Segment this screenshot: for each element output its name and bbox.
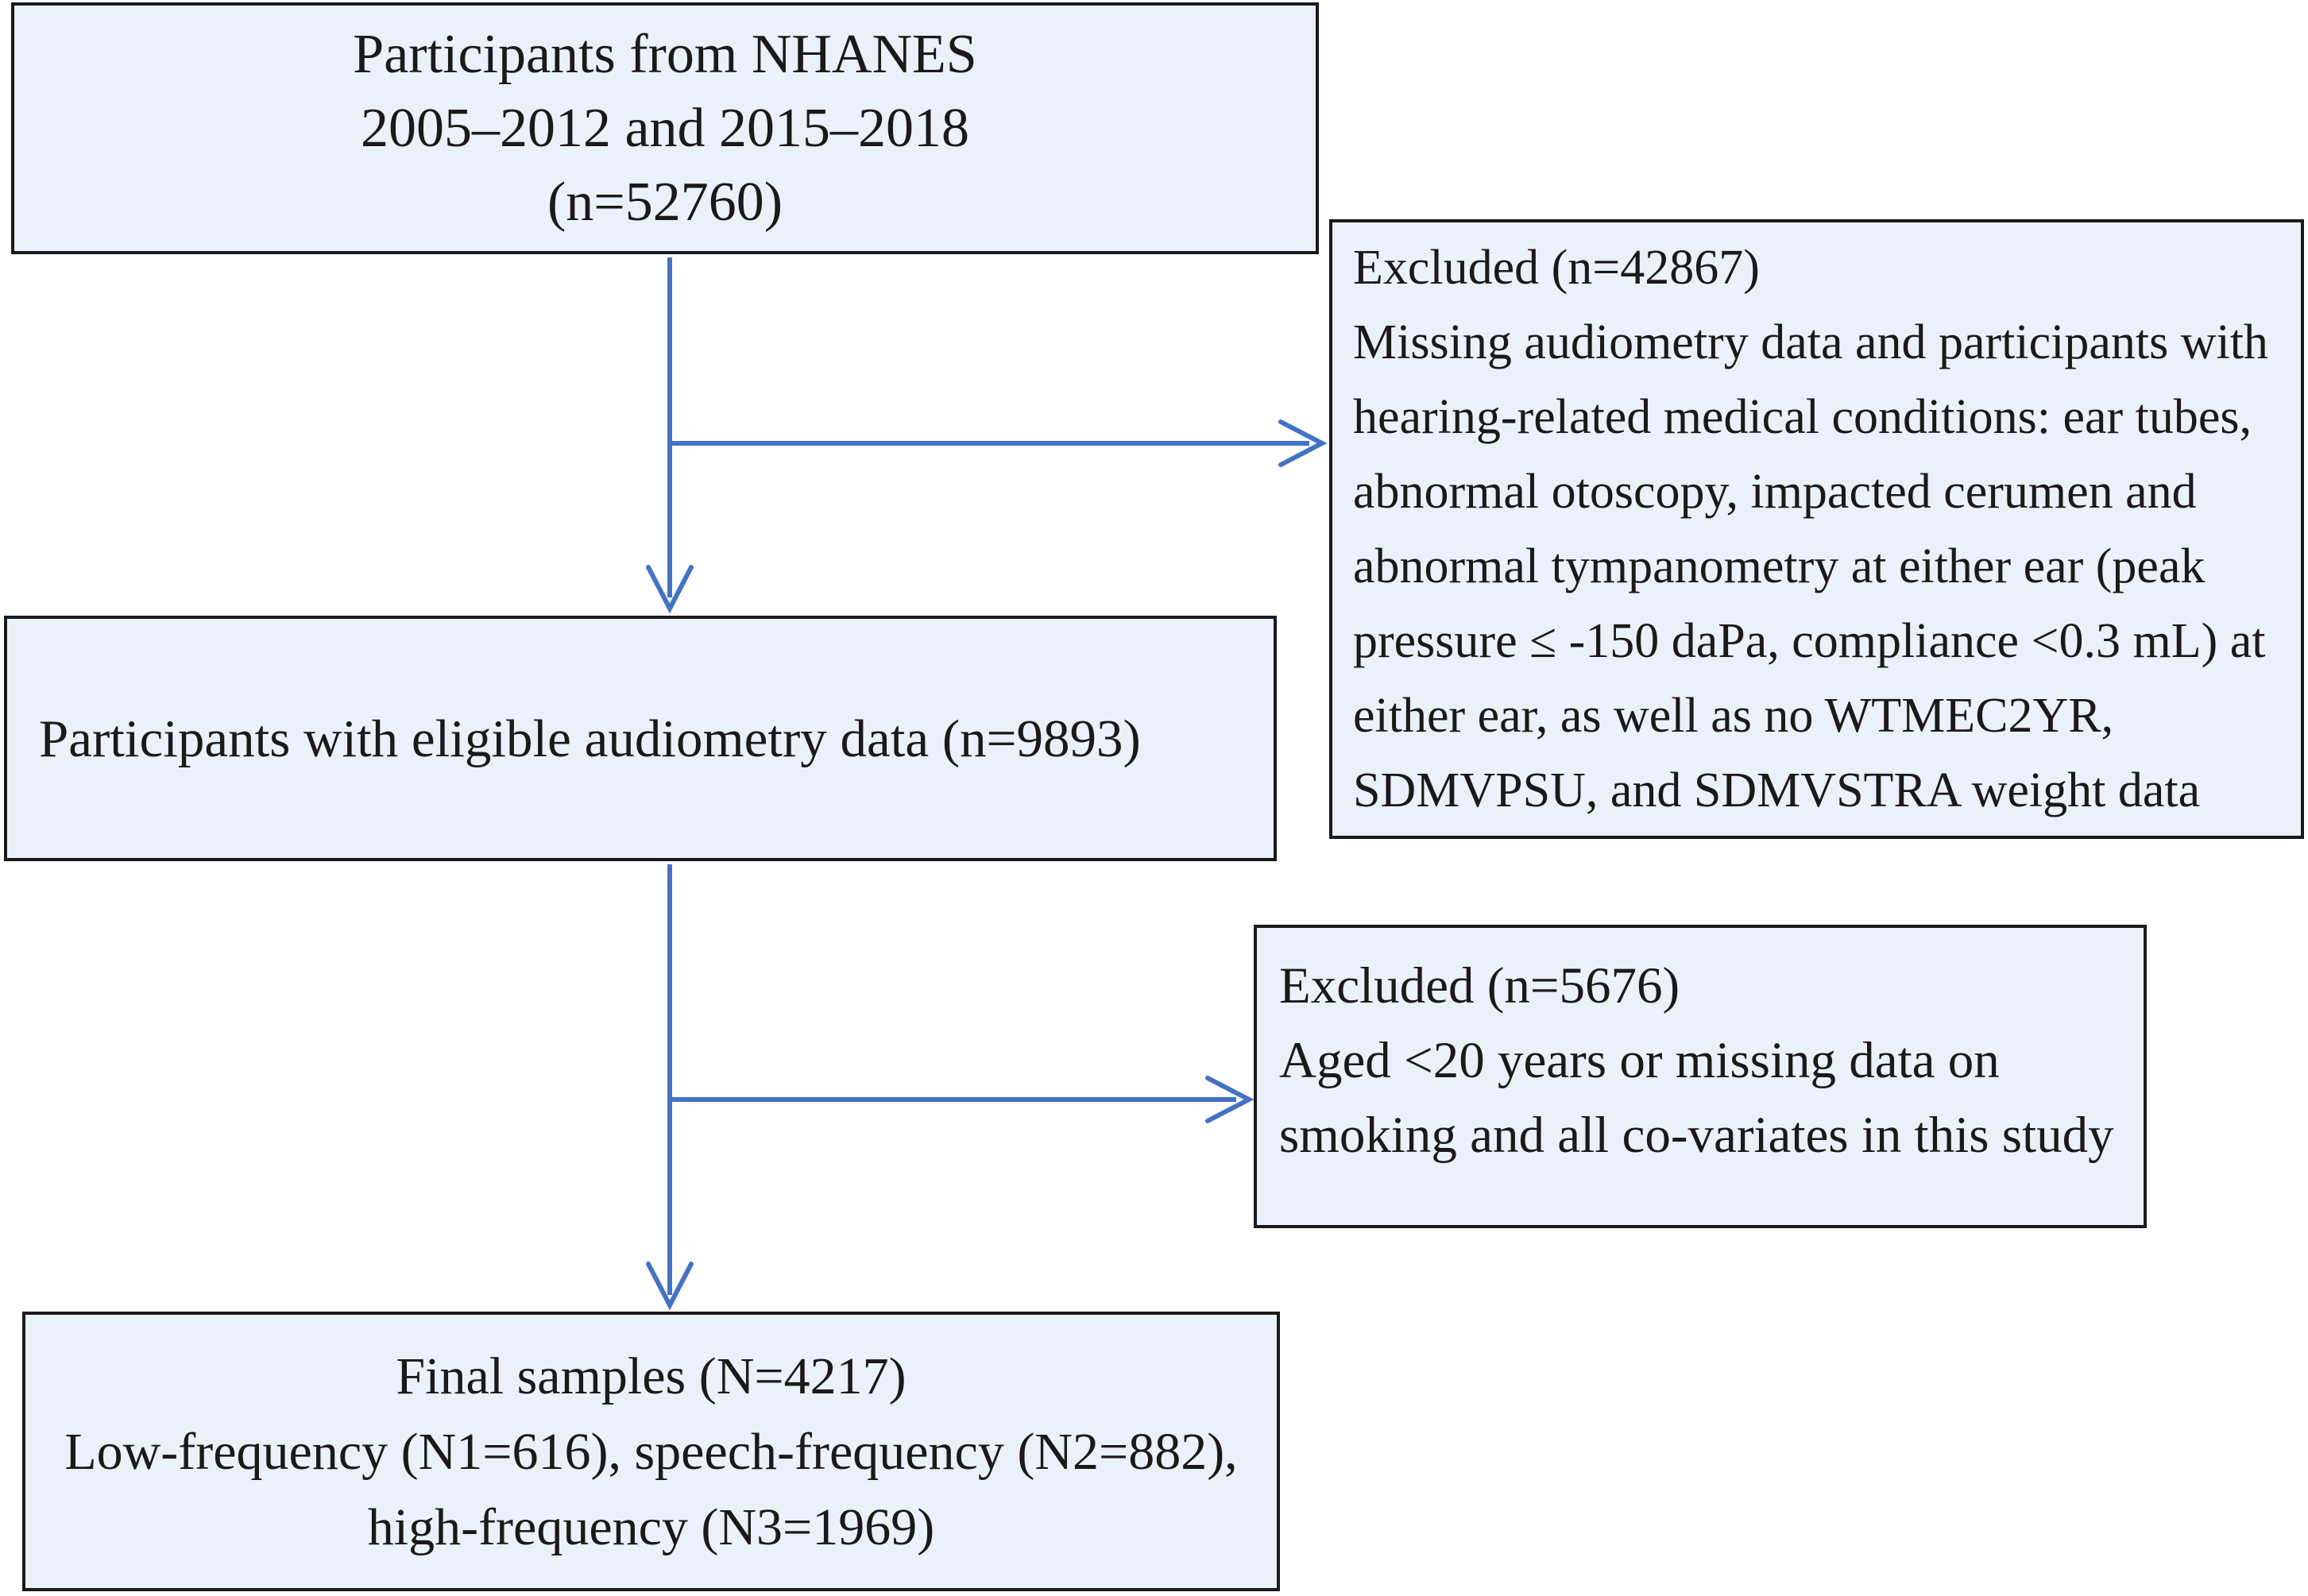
box-eligible-audiometry: Participants with eligible audiometry da… (4, 616, 1277, 861)
box-final-samples: Final samples (N=4217) Low-frequency (N1… (22, 1312, 1280, 1591)
box-excluded-age-covariates: Excluded (n=5676) Aged <20 years or miss… (1254, 925, 2147, 1228)
text-line: 2005–2012 and 2015–2018 (360, 98, 970, 159)
arrow-branch-to-excluded1 (670, 419, 1328, 467)
text-line: abnormal otoscopy, impacted cerumen and (1353, 465, 2197, 519)
arrow-source-to-eligible (646, 257, 694, 614)
text-line: Participants from NHANES (353, 24, 977, 85)
text-line: Low-frequency (N1=616), speech-frequency… (64, 1422, 1238, 1481)
text-line: Missing audiometry data and participants… (1353, 315, 2268, 369)
text-line: smoking and all co-variates in this stud… (1279, 1107, 2114, 1164)
text-line: Excluded (n=5676) (1279, 957, 1680, 1014)
arrow-branch-to-excluded2 (670, 1076, 1255, 1123)
text-line: Participants with eligible audiometry da… (39, 709, 1141, 768)
text-line: either ear, as well as no WTMEC2YR, (1353, 689, 2114, 743)
text-line: Excluded (n=42867) (1353, 241, 1760, 295)
text-line: pressure ≤ -150 daPa, compliance <0.3 mL… (1353, 614, 2266, 668)
box-excluded-audiometry: Excluded (n=42867) Missing audiometry da… (1329, 219, 2304, 839)
text-line: SDMVPSU, and SDMVSTRA weight data (1353, 763, 2201, 817)
text-line: abnormal tympanometry at either ear (pea… (1353, 539, 2206, 593)
text-line: Aged <20 years or missing data on (1279, 1032, 2000, 1089)
text-line: (n=52760) (547, 172, 783, 233)
text-line: hearing-related medical conditions: ear … (1353, 390, 2252, 444)
text-line: high-frequency (N3=1969) (367, 1497, 935, 1556)
box-nhanes-source: Participants from NHANES 2005–2012 and 2… (11, 2, 1319, 254)
arrow-eligible-to-final (646, 864, 694, 1311)
text-line: Final samples (N=4217) (396, 1347, 907, 1405)
